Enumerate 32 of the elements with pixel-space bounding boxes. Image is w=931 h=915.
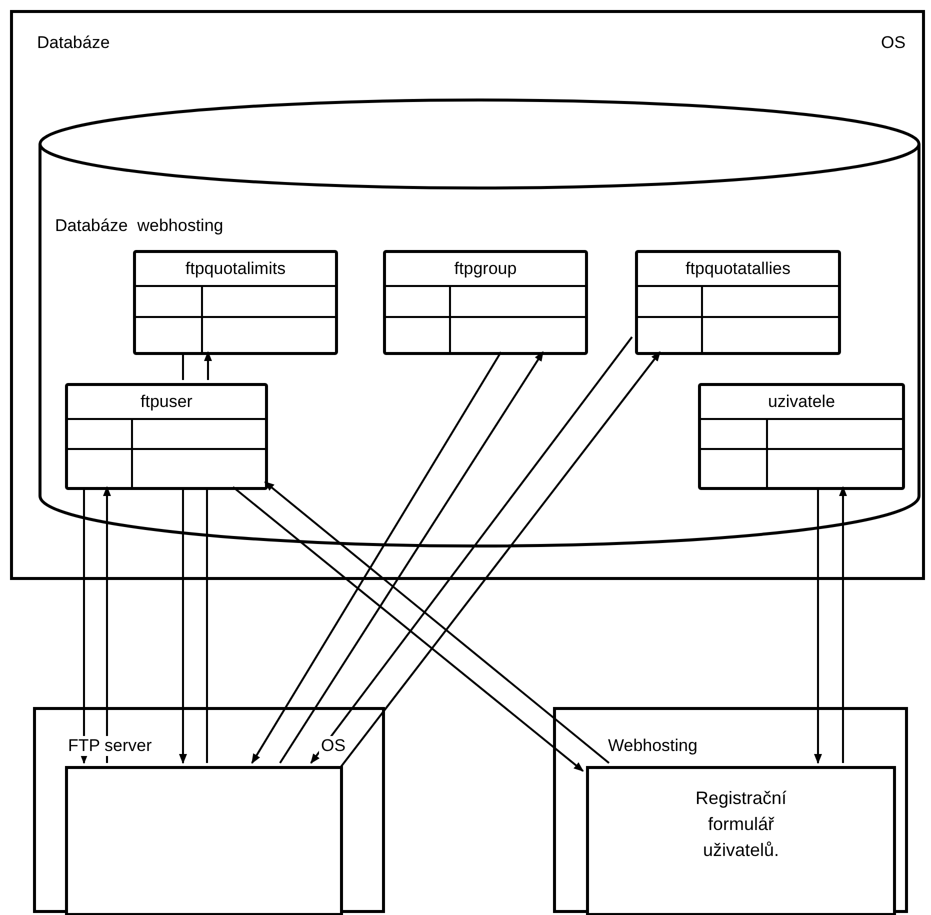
arrow (814, 487, 822, 764)
system-box (33, 707, 385, 913)
arrow (80, 487, 88, 764)
database-label: Databáze webhosting (53, 216, 226, 236)
process-box (65, 766, 343, 915)
arrow (339, 351, 661, 769)
arrow (179, 487, 187, 764)
arrow (310, 336, 633, 764)
database-table (133, 250, 338, 355)
database-table (383, 250, 588, 355)
table-name: ftpquotatallies (686, 259, 790, 278)
arrow (279, 351, 544, 764)
database-table (635, 250, 841, 355)
arrow (204, 351, 212, 380)
table-name: ftpuser (140, 392, 192, 411)
form-box (586, 766, 896, 915)
arrow (264, 481, 610, 764)
box-label: OS (319, 736, 348, 756)
database-table (698, 383, 905, 490)
arrow (103, 486, 111, 763)
table-name: ftpgroup (454, 259, 517, 278)
box-label: Registrační formulář uživatelů. (694, 787, 788, 862)
box-label: FTP server (66, 736, 154, 756)
arrow (251, 351, 502, 764)
system-box (553, 707, 908, 913)
table-name: ftpquotalimits (185, 259, 286, 278)
arrow (839, 486, 847, 763)
database-table (65, 383, 268, 490)
system-box (10, 10, 925, 580)
box-label: Webhosting (606, 736, 700, 756)
table-name: uzivatele (768, 392, 836, 411)
arrow (232, 486, 584, 772)
